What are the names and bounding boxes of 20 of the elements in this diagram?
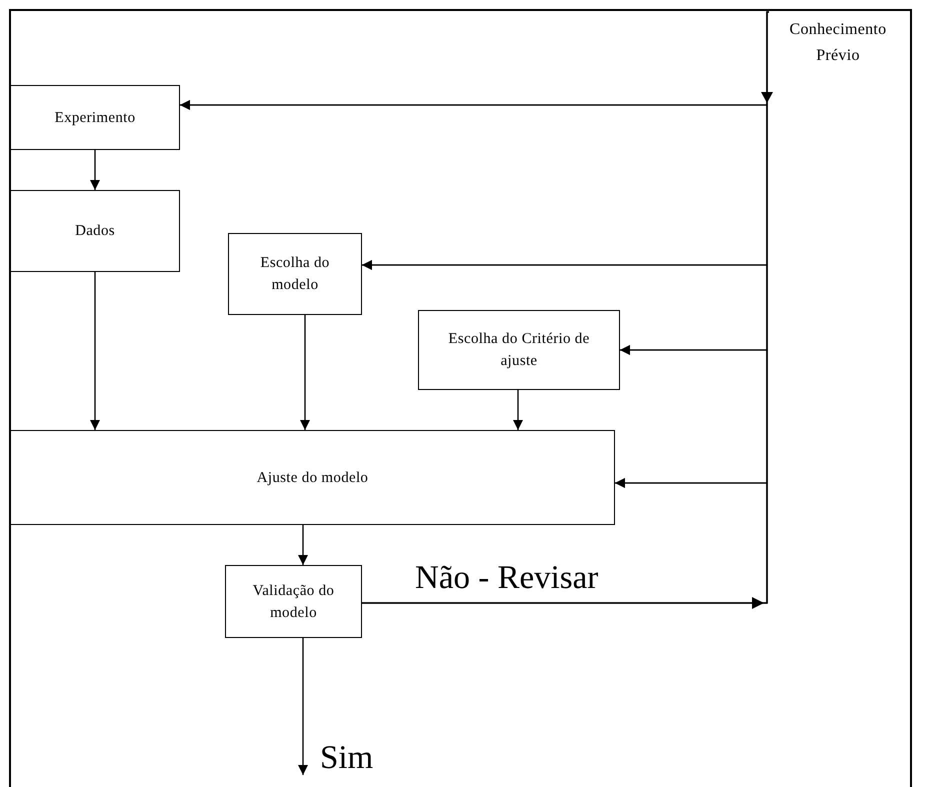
box-label: Dados xyxy=(75,222,115,241)
annotation-text: Conhecimento Prévio xyxy=(788,20,888,66)
arrow xyxy=(513,390,523,430)
arrow xyxy=(90,150,100,190)
arrow xyxy=(298,638,308,775)
arrow xyxy=(298,525,308,565)
process-box xyxy=(418,310,620,390)
process-box xyxy=(228,233,362,315)
process-box xyxy=(10,430,615,525)
arrow xyxy=(90,272,100,430)
arrow xyxy=(362,478,768,604)
box-label: Experimento xyxy=(54,108,136,128)
box-label: Validação do modelo xyxy=(252,582,336,622)
box-label: Escolha do modelo xyxy=(259,254,331,295)
box-label: Ajuste do modelo xyxy=(256,468,368,488)
process-box xyxy=(10,85,180,150)
arrow xyxy=(300,315,310,430)
process-box xyxy=(10,190,180,272)
box-label: Escolha do Critério de ajuste xyxy=(447,330,591,371)
process-box xyxy=(225,565,362,638)
